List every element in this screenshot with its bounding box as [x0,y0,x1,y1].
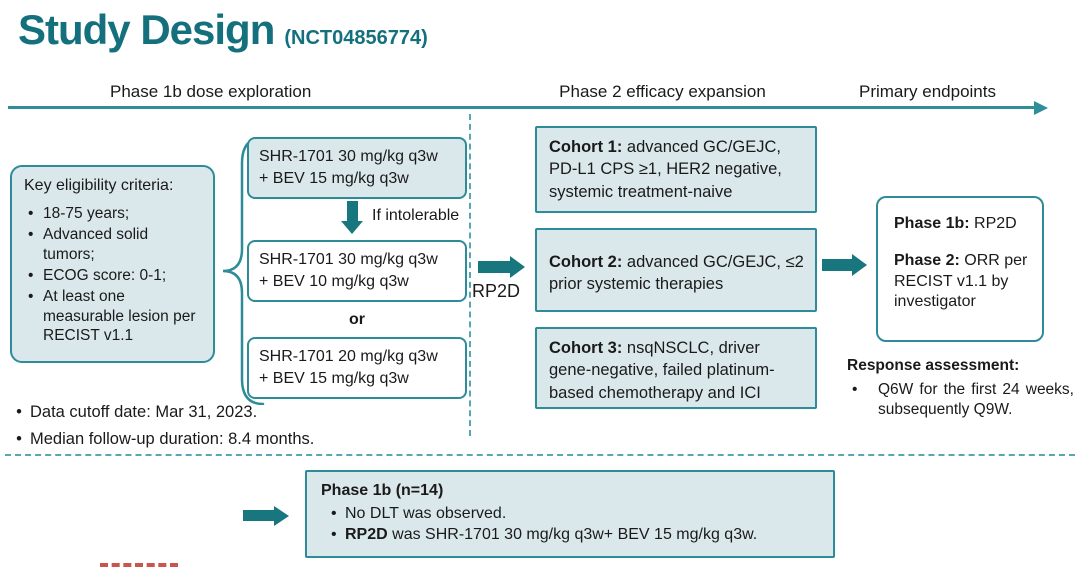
dose2-line1: SHR-1701 30 mg/kg q3w [259,251,438,268]
dose1-line2: + BEV 15 mg/kg q3w [259,170,409,188]
dose3-line1: SHR-1701 20 mg/kg q3w [259,348,438,365]
results-list: No DLT was observed. RP2D was SHR-1701 3… [321,503,823,545]
results-heading: Phase 1b (n=14) [321,482,444,499]
cohort-3-label: Cohort 3: [549,339,623,357]
page-title: Study Design (NCT04856774) [18,6,428,54]
endpoints-arrow-icon [822,254,867,276]
eligibility-heading: Key eligibility criteria: [24,177,174,194]
timeline-label-phase2: Phase 2 efficacy expansion [559,82,766,101]
rp2d-label: RP2D [472,281,521,301]
rp2d-arrow-icon [478,256,525,278]
curly-brace [222,137,265,405]
note-text: Median follow-up duration: 8.4 months. [30,430,315,448]
timeline-label-phase1b: Phase 1b dose exploration [110,82,312,101]
title-text: Study Design [18,6,275,53]
dose2-line2: + BEV 10 mg/kg q3w [259,273,409,291]
response-assessment-text: Q6W for the first 24 weeks, subsequently… [878,381,1074,418]
if-intolerable-label: If intolerable [372,207,460,224]
list-item: No DLT was observed. [331,503,823,524]
phase1b-results-box: Phase 1b (n=14) No DLT was observed. RP2… [305,470,835,558]
or-label: or [349,311,365,328]
horizontal-dashed-divider [5,454,1075,456]
endpoints-phase2-line: Phase 2: ORR per RECIST v1.1 by investig… [894,251,1028,311]
cohort-1-box: Cohort 1: advanced GC/GEJC, PD-L1 CPS ≥1… [535,126,817,213]
followup-note: • Median follow-up duration: 8.4 months. [8,430,314,449]
vertical-dashed-divider [469,114,471,436]
bullet-icon: • [16,403,22,421]
timeline-arrowhead-icon [1034,101,1048,115]
dose-box-3: SHR-1701 20 mg/kg q3w + BEV 15 mg/kg q3w [247,337,467,399]
list-item: Advanced solid tumors; [28,225,203,265]
note-text: Data cutoff date: Mar 31, 2023. [30,403,258,421]
list-item: At least one measurable lesion per RECIS… [28,287,203,346]
results-arrow-icon [243,505,289,526]
list-item: 18-75 years; [28,204,203,224]
dose3-line2: + BEV 15 mg/kg q3w [259,370,409,388]
spacer [894,235,1034,251]
data-cutoff-note: • Data cutoff date: Mar 31, 2023. [8,403,257,422]
response-assessment-heading: Response assessment: [847,357,1020,374]
dose-box-2: SHR-1701 30 mg/kg q3w + BEV 10 mg/kg q3w [247,240,467,302]
list-item: RP2D was SHR-1701 30 mg/kg q3w+ BEV 15 m… [331,524,823,545]
red-text-fragment [100,563,178,568]
cohort-2-label: Cohort 2: [549,253,623,271]
primary-endpoints-box: Phase 1b: RP2D Phase 2: ORR per RECIST v… [876,196,1044,342]
cohort-2-text: advanced GC/GEJC, ≤2 prior systemic ther… [549,253,804,294]
dose1-line1: SHR-1701 30 mg/kg q3w [259,148,438,165]
cohort-1-text: advanced GC/GEJC, PD-L1 CPS ≥1, HER2 neg… [549,138,782,201]
dose-box-1: SHR-1701 30 mg/kg q3w + BEV 15 mg/kg q3w [247,137,467,199]
endpoints-phase1b-line: Phase 1b: RP2D [894,215,1017,232]
eligibility-box: Key eligibility criteria: 18-75 years; A… [10,165,215,363]
eligibility-list: 18-75 years; Advanced solid tumors; ECOG… [24,204,203,346]
timeline-arrow-line [8,106,1038,109]
cohort-1-label: Cohort 1: [549,138,623,156]
bullet-icon: • [16,430,22,448]
down-arrow-icon [341,201,363,234]
cohort-3-box: Cohort 3: nsqNSCLC, driver gene-negative… [535,327,817,409]
bullet-icon: • [852,381,858,398]
response-assessment-item: • Q6W for the first 24 weeks, subsequent… [852,380,1074,420]
list-item: ECOG score: 0-1; [28,266,203,286]
timeline-label-endpoints: Primary endpoints [858,82,996,101]
cohort-2-box: Cohort 2: advanced GC/GEJC, ≤2 prior sys… [535,228,817,312]
cohort-3-text: nsqNSCLC, driver gene-negative, failed p… [549,339,775,402]
nct-number: (NCT04856774) [284,27,428,49]
